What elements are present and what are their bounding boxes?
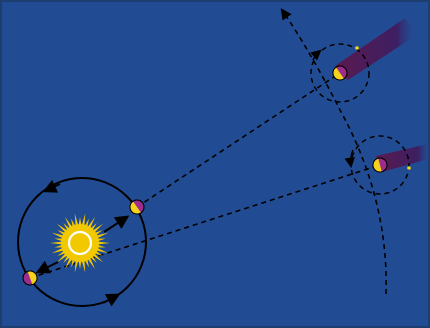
upper-body-tail: [335, 18, 418, 80]
motion-arrow-upper: [103, 215, 130, 233]
body-orbit-arc: [280, 8, 387, 295]
sight-line-upper: [136, 72, 341, 208]
upper-body-marker: [355, 46, 359, 50]
sight-line-lower: [29, 164, 381, 279]
right-body: [372, 157, 388, 173]
earth-orbit-arrow-top: [42, 179, 61, 193]
earth-orbit: [17, 177, 147, 307]
upper-orbit-arrow: [310, 49, 322, 61]
sun-icon: [50, 213, 110, 273]
right-body-marker: [407, 166, 411, 170]
right-body-tail: [376, 144, 430, 172]
upper-body: [332, 65, 348, 81]
comet-tails: [335, 18, 430, 172]
sun-core: [67, 230, 93, 256]
earth-orbit-arrow-bottom: [102, 293, 121, 307]
right-orbit-arrow: [344, 149, 355, 169]
earth-position-2: [22, 270, 38, 286]
motion-arrow-lower: [35, 260, 59, 274]
earth-position-1: [129, 199, 145, 215]
upper-body-local-orbit: [310, 43, 370, 103]
dashed-sight-lines: [29, 72, 381, 279]
